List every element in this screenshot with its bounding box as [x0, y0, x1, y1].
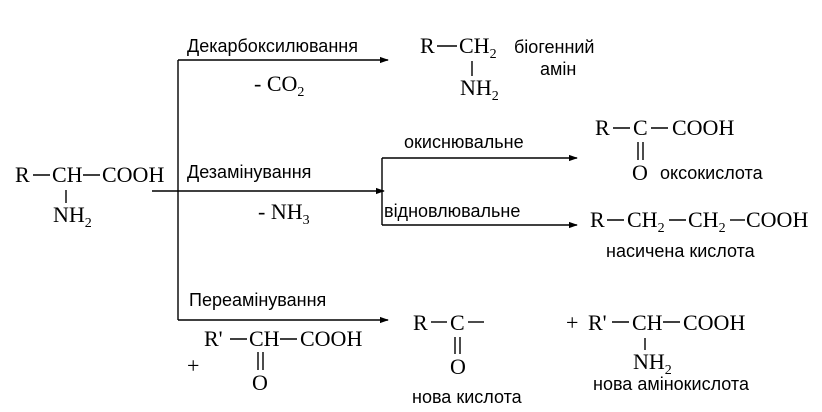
oxo-cooh: COOH: [672, 115, 734, 140]
co2-loss: - CO2: [254, 71, 304, 100]
transamination-label: Переамінування: [189, 290, 326, 310]
decarboxylation-branch: Декарбоксилювання - CO2 R CH2 NH2 біоген…: [187, 33, 595, 104]
keto-acid-reagent: R' CH COOH O: [204, 326, 362, 395]
plus-sign-2: +: [566, 310, 578, 335]
biogenic-amine-name-1: біогенний: [514, 37, 595, 57]
reagent-o: O: [252, 370, 268, 395]
sat-ch2-1: CH2: [627, 207, 665, 236]
newacid-o: O: [450, 354, 466, 379]
new-keto-acid: R C O нова кислота: [412, 310, 523, 407]
newaa-r: R': [588, 310, 607, 335]
new-amino-acid-name: нова амінокислота: [593, 374, 750, 394]
new-amino-acid: R' CH COOH NH2 нова амінокислота: [588, 310, 750, 394]
sat-r: R: [590, 207, 605, 232]
start-nh2: NH2: [53, 202, 92, 231]
start-ch: CH: [52, 162, 83, 187]
oxo-o: O: [632, 160, 648, 185]
newacid-r: R: [413, 310, 428, 335]
new-acid-name: нова кислота: [412, 387, 523, 407]
transamination-branch: Переамінування + R' CH COOH O R C O нова…: [187, 290, 750, 407]
sat-ch2-2: CH2: [688, 207, 726, 236]
reagent-ch: CH: [249, 326, 280, 351]
plus-sign: +: [187, 353, 199, 378]
start-r: R: [15, 162, 30, 187]
oxidative-label: окиснювальне: [404, 132, 524, 152]
amine-nh2: NH2: [460, 75, 499, 104]
newaa-nh2: NH2: [633, 349, 672, 378]
deamination-branch: Дезамінування - NH3 окиснювальне R C COO…: [187, 115, 808, 261]
oxo-acid: R C COOH O оксокислота: [595, 115, 764, 185]
deamination-label: Дезамінування: [187, 162, 311, 182]
branch-lines: [152, 56, 578, 324]
start-cooh: COOH: [102, 162, 164, 187]
oxo-acid-name: оксокислота: [660, 163, 764, 183]
nh3-loss: - NH3: [258, 199, 310, 228]
reagent-r: R': [204, 326, 223, 351]
amine-ch2: CH2: [459, 33, 497, 62]
biogenic-amine: R CH2 NH2 біогенний амін: [420, 33, 595, 104]
newacid-c: C: [450, 310, 465, 335]
saturated-acid-name: насичена кислота: [606, 241, 756, 261]
oxo-r: R: [595, 115, 610, 140]
reagent-cooh: COOH: [300, 326, 362, 351]
newaa-cooh: COOH: [683, 310, 745, 335]
reductive-label: відновлювальне: [384, 201, 520, 221]
saturated-acid: R CH2 CH2 COOH насичена кислота: [590, 207, 808, 261]
amine-r: R: [420, 33, 435, 58]
decarboxylation-label: Декарбоксилювання: [187, 36, 358, 56]
sat-cooh: COOH: [746, 207, 808, 232]
biogenic-amine-name-2: амін: [540, 59, 576, 79]
oxo-c: C: [633, 115, 648, 140]
newaa-ch: CH: [632, 310, 663, 335]
amino-acid-start: R CH COOH NH2: [15, 162, 164, 231]
